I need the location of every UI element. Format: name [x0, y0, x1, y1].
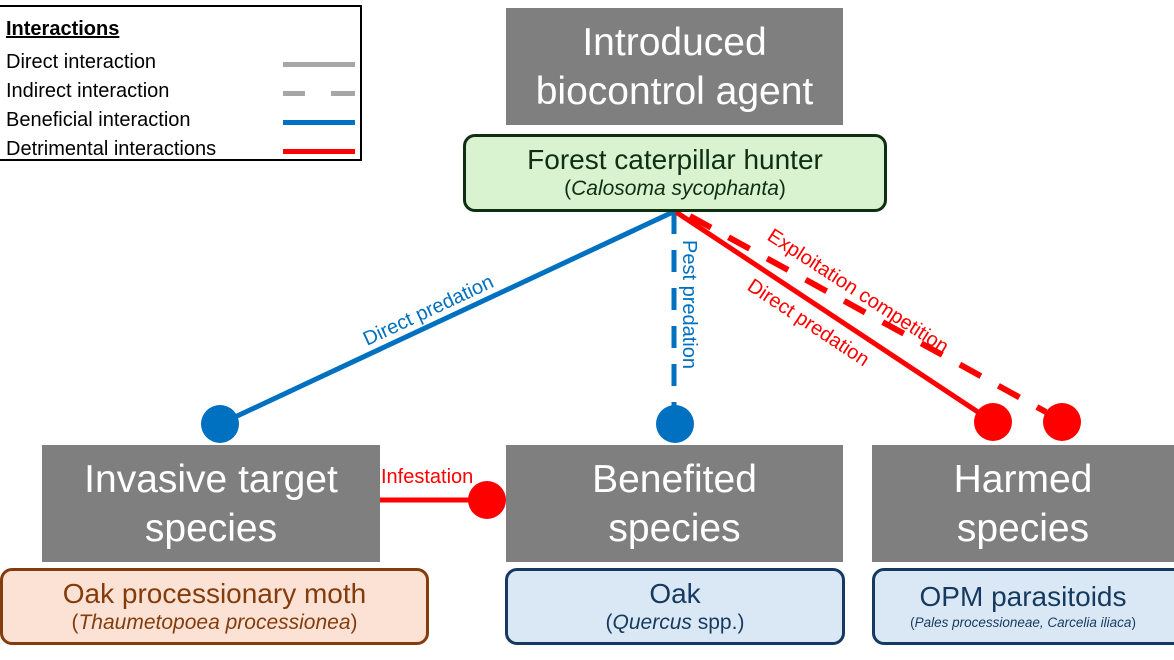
species-target-common: Oak processionary moth — [62, 577, 367, 609]
species-box-agent: Forest caterpillar hunter (Calosoma syco… — [463, 134, 887, 212]
legend-swatch-indirect — [283, 91, 355, 96]
endpoint-target — [201, 405, 239, 443]
category-agent-line2: biocontrol agent — [535, 69, 814, 113]
category-box-agent: Introduced biocontrol agent — [506, 8, 843, 125]
category-benefited-line1: Benefited — [592, 457, 757, 501]
species-benefited-common: Oak — [649, 577, 701, 609]
legend-label-detrimental: Detrimental interactions — [6, 138, 217, 160]
endpoint-infestation — [468, 481, 506, 519]
species-target-scientific: (Thaumetopoea processionea) — [71, 610, 358, 634]
edge-direct-predation-target — [218, 209, 675, 427]
label-infestation: Infestation — [381, 466, 473, 488]
category-harmed-line2: species — [956, 506, 1090, 550]
legend-label-direct: Direct interaction — [6, 51, 157, 73]
legend-label-beneficial: Beneficial interaction — [6, 109, 191, 131]
endpoint-harmed-predation — [974, 403, 1012, 441]
species-benefited-scientific: (Quercus spp.) — [605, 610, 745, 634]
category-box-target: Invasive target species — [42, 445, 380, 562]
endpoint-harmed-competition — [1043, 403, 1081, 441]
edge-exploitation-competition — [688, 213, 1048, 415]
legend-swatch-detrimental — [283, 149, 355, 154]
legend-swatch-beneficial — [283, 120, 355, 125]
endpoint-benefited — [656, 405, 694, 443]
category-benefited-line2: species — [608, 506, 741, 550]
label-direct-predation-target: Direct predation — [360, 271, 497, 351]
species-box-harmed: OPM parasitoids (Pales processioneae, Ca… — [872, 568, 1174, 645]
species-box-benefited: Oak (Quercus spp.) — [505, 568, 845, 645]
category-target-line2: species — [144, 506, 278, 550]
species-box-target: Oak processionary moth (Thaumetopoea pro… — [0, 568, 429, 645]
species-harmed-scientific: (Pales processioneae, Carcelia iliaca) — [910, 614, 1136, 630]
legend: Interactions Direct interaction Indirect… — [0, 5, 362, 161]
legend-title: Interactions — [6, 18, 120, 40]
label-pest-predation: Pest predation — [678, 240, 700, 369]
category-harmed-line1: Harmed — [953, 457, 1093, 501]
category-box-harmed: Harmed species — [872, 445, 1174, 562]
legend-label-indirect: Indirect interaction — [6, 80, 170, 102]
species-agent-scientific: (Calosoma sycophanta) — [564, 177, 786, 200]
legend-swatch-direct — [283, 62, 355, 67]
category-target-line1: Invasive target — [84, 457, 338, 501]
category-box-benefited: Benefited species — [506, 445, 843, 562]
edge-direct-predation-harmed — [674, 209, 995, 425]
species-harmed-common: OPM parasitoids — [919, 580, 1127, 612]
category-agent-line1: Introduced — [582, 20, 767, 64]
species-agent-common: Forest caterpillar hunter — [527, 144, 823, 175]
